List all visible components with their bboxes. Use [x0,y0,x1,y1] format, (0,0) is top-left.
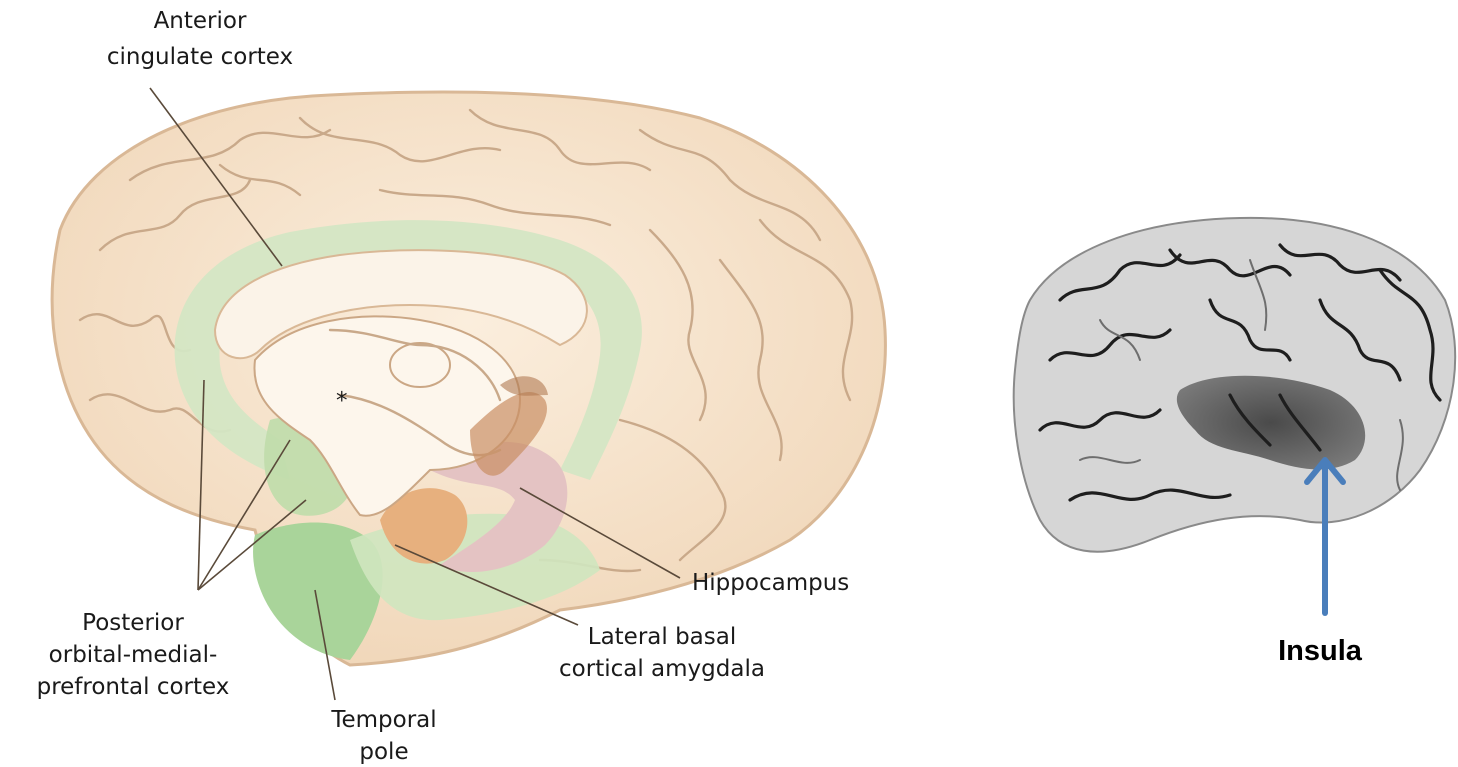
label-amygdala-line1: Lateral basal [588,624,737,650]
label-anterior-cingulate-line1: Anterior [154,8,247,34]
label-temporal-pole-line1: Temporal [330,707,436,733]
label-temporal-pole-line2: pole [359,739,408,765]
label-ompfc-line2: orbital-medial- [49,642,218,668]
label-insula: Insula [1278,635,1363,667]
label-anterior-cingulate-line2: cingulate cortex [107,44,293,70]
label-hippocampus: Hippocampus [692,570,849,596]
lateral-brain-image [1014,218,1455,552]
label-amygdala-line2: cortical amygdala [559,656,765,682]
asterisk-marker: * [336,388,348,414]
label-ompfc-line3: prefrontal cortex [37,674,230,700]
label-ompfc-line1: Posterior [82,610,184,636]
